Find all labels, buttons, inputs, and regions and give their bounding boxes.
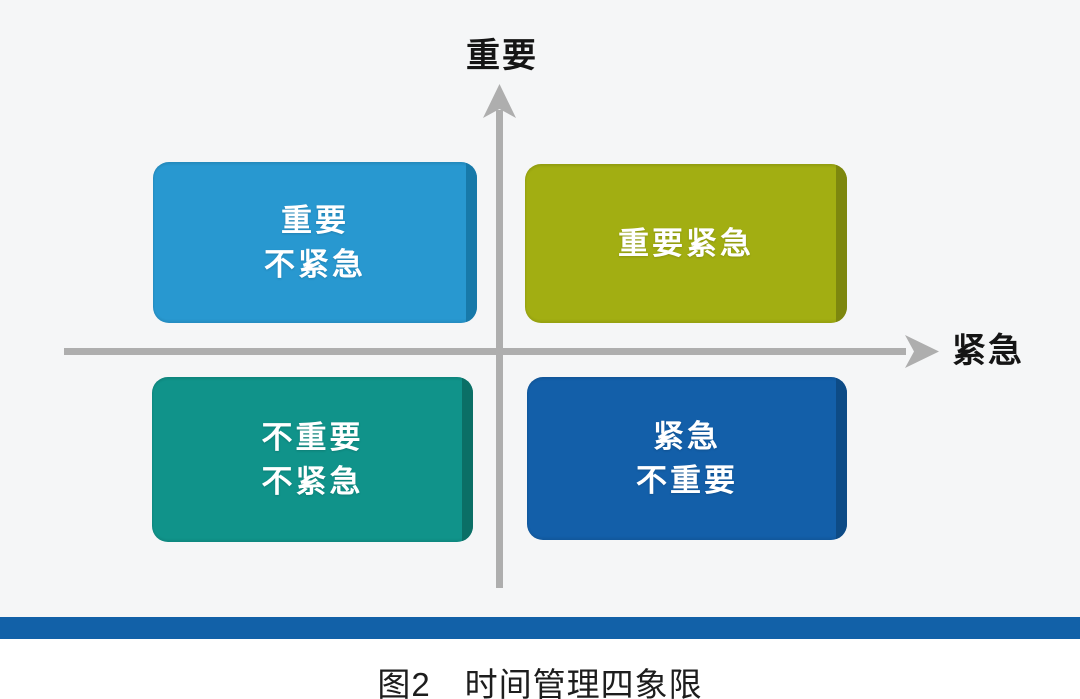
x-axis-arrow-icon (905, 335, 939, 368)
quadrant-3d-edge (836, 165, 847, 322)
quadrant-label-line: 重要紧急 (618, 225, 754, 261)
divider-bar (0, 617, 1080, 639)
figure-caption: 图2 时间管理四象限 (377, 666, 703, 699)
quadrant-label-line: 不紧急 (264, 246, 366, 282)
quadrant-label-line: 不重要 (261, 419, 364, 455)
quadrant-urgent-not-important: 紧急 不重要 (527, 377, 847, 540)
quadrant-label-line: 紧急 (653, 418, 721, 454)
quadrant-3d-edge (462, 378, 473, 541)
x-axis-label: 紧急 (952, 332, 1024, 370)
quadrant-label-line: 不紧急 (261, 463, 364, 499)
quadrant-label: 不重要 不紧急 (262, 416, 364, 504)
quadrant-3d-edge (836, 378, 847, 539)
quadrant-label: 紧急 不重要 (636, 415, 738, 503)
y-axis-label: 重要 (466, 37, 538, 75)
quadrant-important-urgent: 重要紧急 (525, 164, 847, 323)
quadrant-label: 重要紧急 (618, 222, 754, 266)
quadrant-label-line: 重要 (281, 202, 349, 238)
quadrant-label-line: 不重要 (636, 462, 738, 498)
quadrant-not-important-not-urgent: 不重要 不紧急 (152, 377, 473, 542)
quadrant-important-not-urgent: 重要 不紧急 (153, 162, 477, 323)
quadrant-3d-edge (466, 163, 477, 322)
y-axis-arrow-icon (483, 84, 516, 118)
quadrant-label: 重要 不紧急 (264, 199, 366, 287)
x-axis-line (64, 348, 906, 355)
caption-area: 图2 时间管理四象限 (0, 639, 1080, 699)
